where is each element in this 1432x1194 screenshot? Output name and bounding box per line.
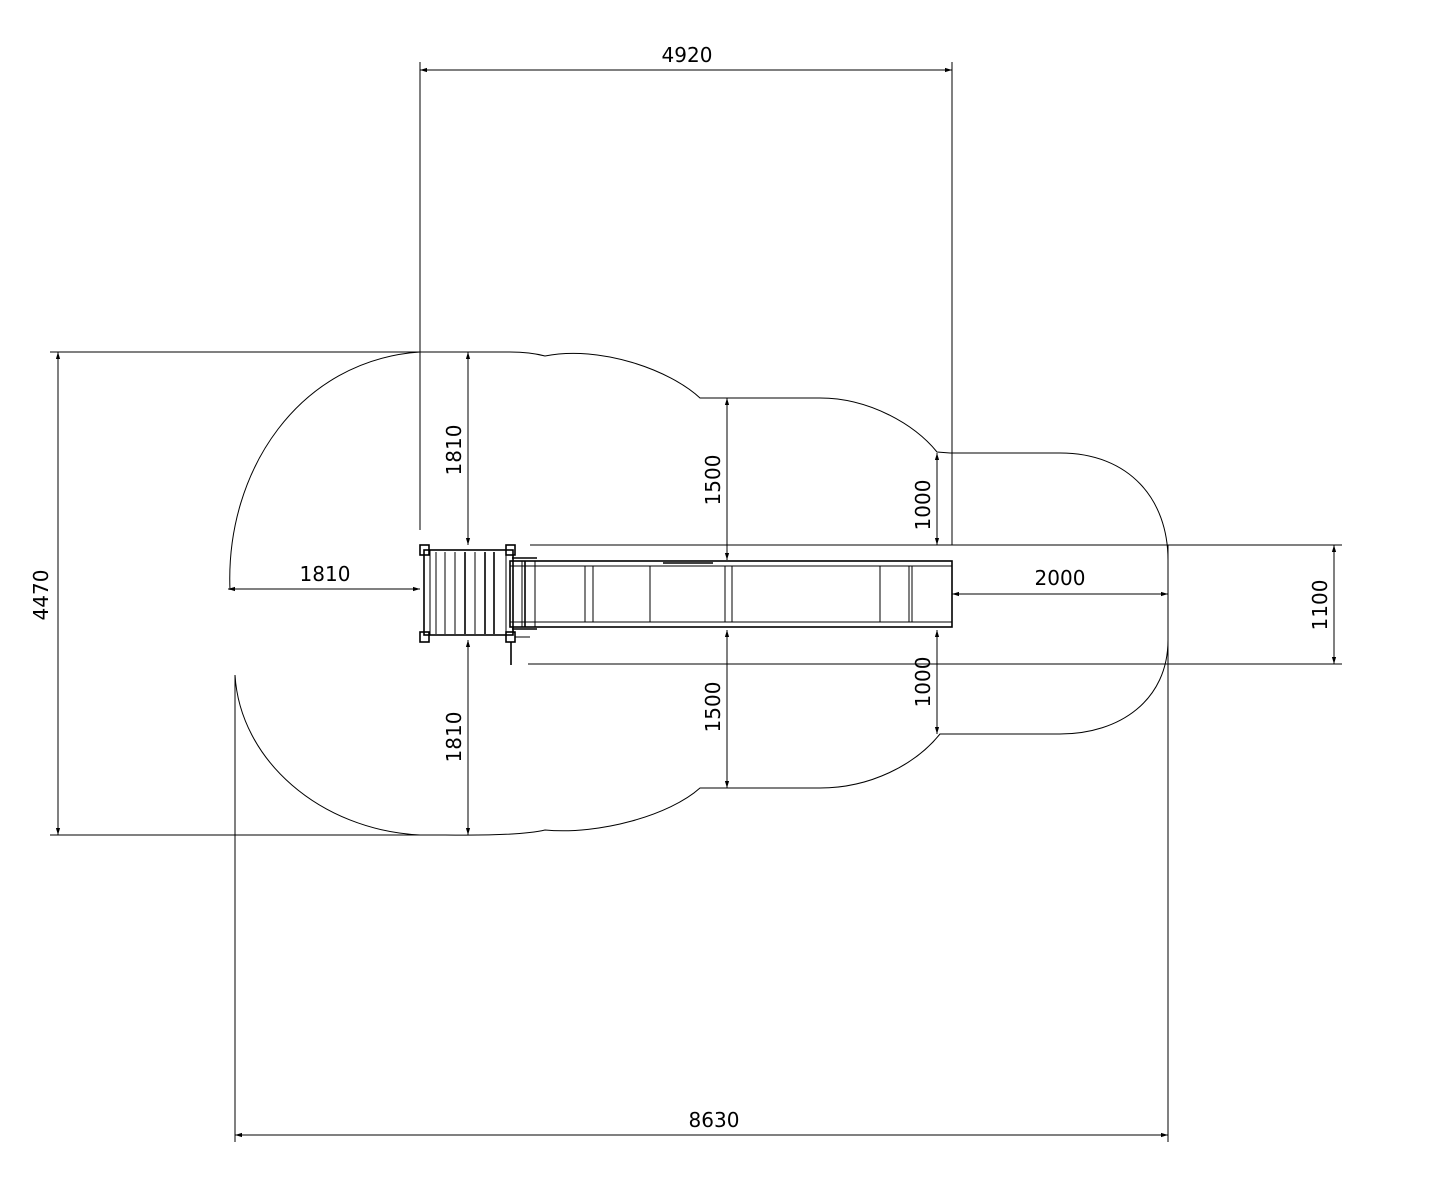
dim-end-clearance: 2000 [1035, 566, 1086, 590]
dim-bottom-clearance-end: 1000 [911, 657, 935, 708]
post [505, 544, 516, 556]
dim-top-clearance-slide: 1500 [701, 455, 725, 506]
dim-bottom-clearance-platform: 1810 [442, 712, 466, 763]
post [419, 544, 430, 556]
dim-slide-width: 1100 [1308, 580, 1332, 631]
dim-overall-width: 8630 [689, 1108, 740, 1132]
dim-top-clearance-end: 1000 [911, 480, 935, 531]
dim-overall-depth: 4470 [29, 570, 53, 621]
slide [509, 557, 953, 630]
dim-left-clearance: 1810 [300, 562, 351, 586]
extension-lines [50, 62, 1342, 1142]
dimension-lines [55, 67, 1337, 1138]
dim-top-width: 4920 [662, 43, 713, 67]
dim-bottom-clearance-slide: 1500 [701, 682, 725, 733]
dim-top-clearance-platform: 1810 [442, 425, 466, 476]
post [419, 631, 430, 643]
